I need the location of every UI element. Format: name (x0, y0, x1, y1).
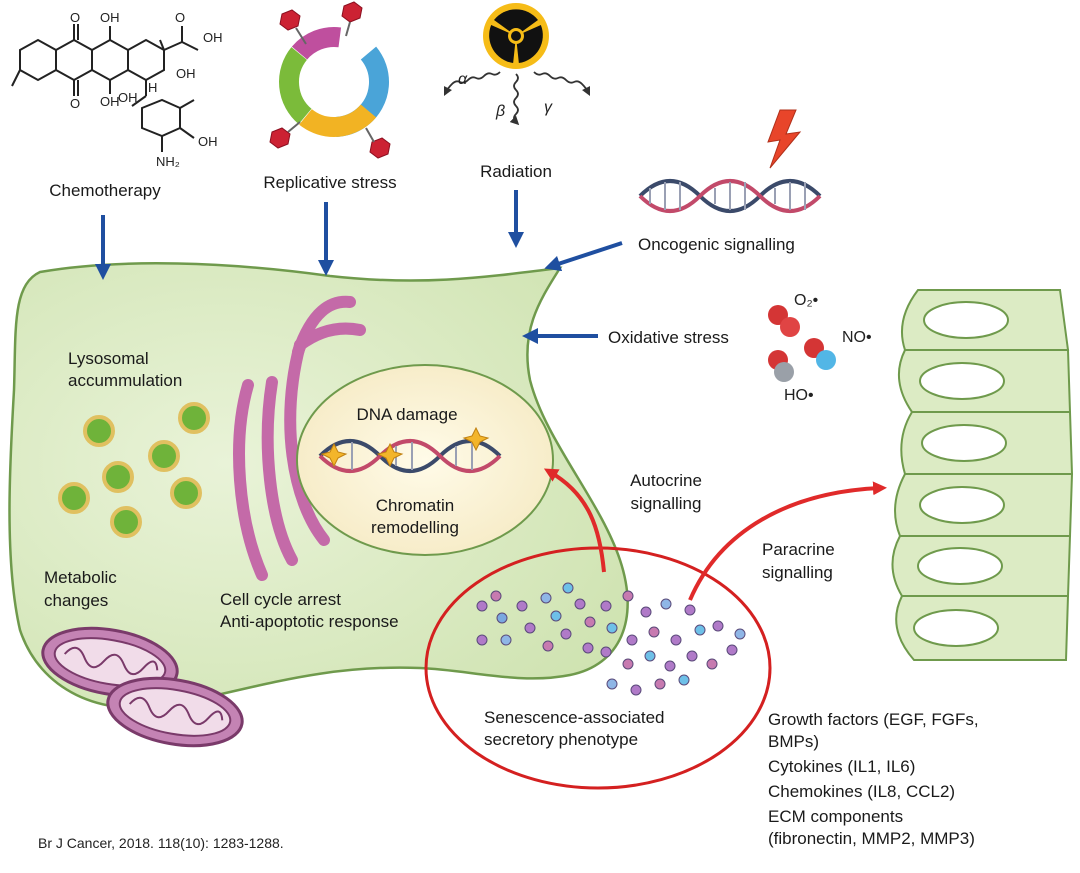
replicative-stress-ring (279, 27, 389, 137)
chromatin-label-line2: remodelling (371, 518, 459, 537)
sasp-factor: Growth factors (EGF, FGFs, (768, 710, 979, 729)
chromatin-label-line1: Chromatin (375, 496, 455, 515)
chem-oh-sugar: OH (198, 134, 218, 149)
endoplasmic-reticulum (233, 295, 366, 581)
damage-star-icon (462, 426, 490, 452)
mitochondria (41, 626, 244, 748)
oxidative-stress-label: Oxidative stress (608, 328, 729, 347)
o2-radical-label: O₂• (794, 292, 818, 309)
damage-star-icon (320, 442, 348, 468)
metabolic-label-line2: changes (44, 591, 109, 610)
chem-o-bottom: O (70, 96, 80, 111)
lysosome (178, 402, 210, 434)
sasp-particles (476, 582, 746, 696)
replicative-stress-label: Replicative stress (263, 173, 397, 192)
stop-sign-icon (269, 127, 291, 149)
sasp-label-line2: secretory phenotype (484, 730, 639, 749)
sasp-factor-list: Growth factors (EGF, FGFs, BMPs) Cytokin… (768, 709, 979, 850)
lysosome (148, 440, 180, 472)
stop-sign-icon (279, 9, 301, 31)
oncogenic-signalling-label: Oncogenic signalling (638, 235, 795, 254)
paracrine-label-line2: signalling (762, 563, 833, 582)
stop-sign-icon (341, 1, 363, 23)
lightning-icon (767, 109, 802, 169)
sasp-factor: (fibronectin, MMP2, MMP3) (768, 829, 975, 848)
sasp-factor: Cytokines (IL1, IL6) (768, 757, 916, 776)
dna-damage-label: DNA damage (356, 405, 458, 424)
radiation-label: Radiation (480, 162, 552, 181)
chem-nh2: NH₂ (156, 154, 180, 169)
chem-oh-side: OH (203, 30, 223, 45)
chem-h: H (148, 80, 157, 95)
lysosome (102, 461, 134, 493)
chem-o-ketone: O (175, 10, 185, 25)
ho-radical-label: HO• (784, 387, 814, 404)
chem-oh-ring2: OH (118, 90, 138, 105)
alpha-label: α (458, 71, 468, 88)
lysosome (170, 477, 202, 509)
nucleus (296, 364, 554, 556)
no-radical-label: NO• (842, 329, 872, 346)
chem-oh-ring: OH (176, 66, 196, 81)
damage-star-icon (376, 442, 404, 468)
sasp-label-line1: Senescence-associated (484, 708, 665, 727)
lysosomal-label-line2: accummulation (68, 371, 183, 390)
anti-apoptotic-label: Anti-apoptotic response (220, 612, 399, 631)
sasp-factor: BMPs) (768, 732, 819, 751)
sasp-factor: ECM components (768, 807, 904, 826)
autocrine-arrow (543, 468, 606, 573)
beta-label: β (495, 103, 505, 120)
paracrine-label-line1: Paracrine (762, 540, 835, 559)
lysosomal-label-line1: Lysosomal (68, 349, 149, 368)
sasp-factor: Chemokines (IL8, CCL2) (768, 782, 956, 801)
oncogenic-arrow (544, 241, 623, 272)
autocrine-label-line2: signalling (630, 494, 702, 513)
mitochondrion (106, 676, 244, 748)
damaged-dna-icon (318, 426, 502, 473)
citation: Br J Cancer, 2018. 118(10): 1283-1288. (38, 835, 284, 851)
metabolic-label-line1: Metabolic (44, 568, 117, 587)
cell-cycle-arrest-label: Cell cycle arrest (220, 590, 341, 609)
stop-signs (269, 1, 391, 159)
lysosome (58, 482, 90, 514)
lysosomes (58, 402, 210, 538)
gamma-label: γ (544, 99, 553, 116)
radiation-icon (483, 3, 549, 69)
stress-arrows (95, 190, 623, 344)
chem-o-top: O (70, 10, 80, 25)
radiation-rays (443, 71, 591, 126)
lysosome (110, 506, 142, 538)
chem-oh-top: OH (100, 10, 120, 25)
ros-molecules (768, 305, 836, 382)
oncogenic-dna-icon (638, 179, 822, 213)
chemotherapy-label: Chemotherapy (49, 181, 161, 200)
autocrine-label-line1: Autocrine (630, 471, 702, 490)
chem-oh-bottom: OH (100, 94, 120, 109)
lysosome (83, 415, 115, 447)
epithelial-tissue (891, 289, 1074, 661)
stop-sign-icon (369, 137, 391, 159)
signalling-arrows (543, 468, 887, 601)
sasp-circle (424, 546, 772, 790)
chemotherapy-structure (11, 24, 199, 152)
paracrine-arrow (688, 481, 887, 601)
